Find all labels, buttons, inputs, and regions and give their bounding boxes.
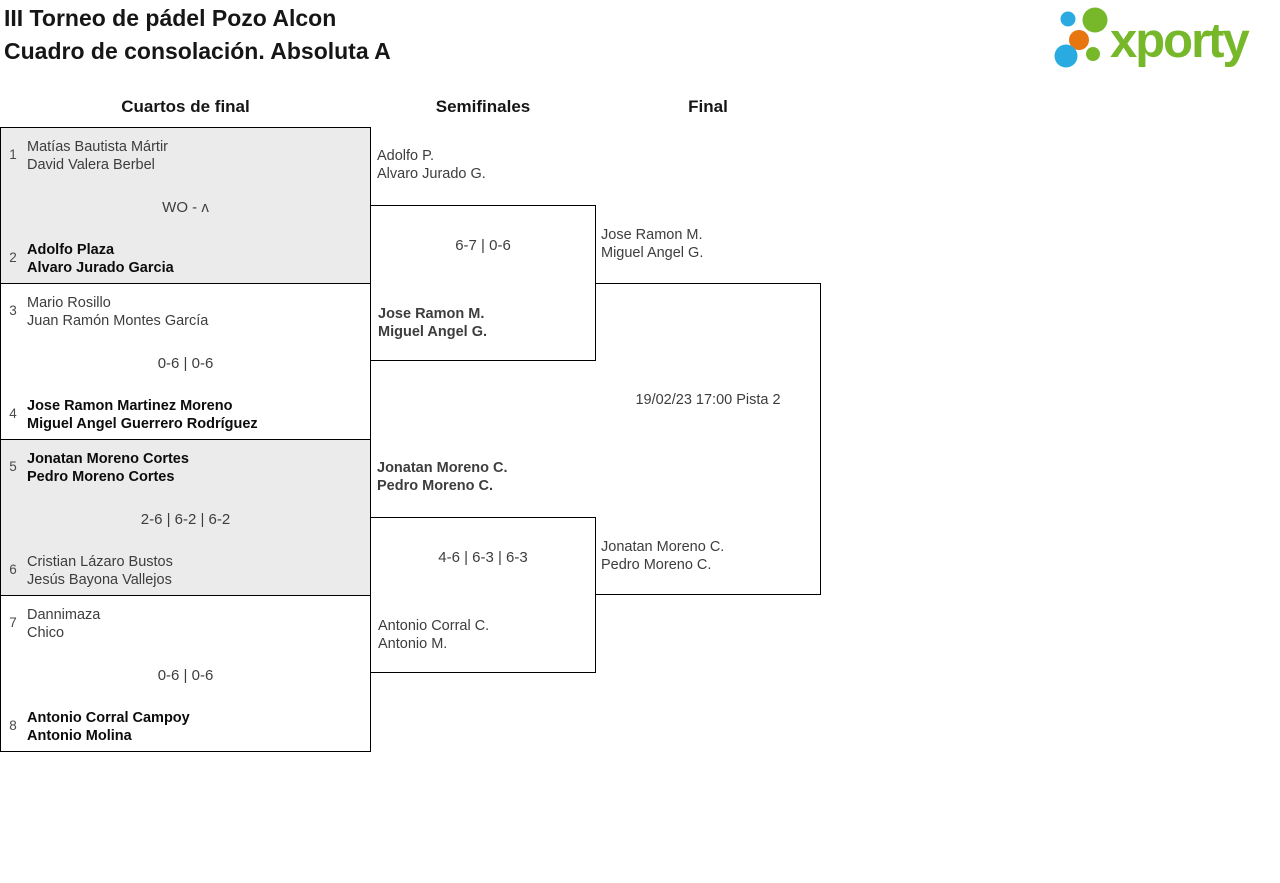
team-names: Dannimaza Chico [27,606,364,642]
player-name: Miguel Angel G. [378,324,488,340]
player-name: Pedro Moreno C. [601,557,712,573]
team-names: Antonio Corral C. Antonio M. [378,617,589,653]
player-name: Mario Rosillo [27,295,111,311]
team-names-winner: Antonio Corral Campoy Antonio Molina [27,709,364,745]
match-score: 2-6 | 6-2 | 6-2 [140,511,231,528]
player-name: Jonatan Moreno C. [601,539,725,555]
seed-number: 6 [9,562,17,577]
team-names-winner: Jose Ramon Martinez Moreno Miguel Angel … [27,397,364,433]
player-name: Matías Bautista Mártir [27,139,169,155]
player-name: Dannimaza [27,607,101,623]
match-score: WO - ʌ [162,199,209,216]
match-score: 0-6 | 0-6 [157,355,214,372]
round-label-quarterfinals: Cuartos de final [121,97,250,116]
final-top-team: Jose Ramon M. Miguel Angel G. [601,226,813,262]
final-match-schedule: 19/02/23 17:00 Pista 2 [635,392,781,408]
round-label-semifinals: Semifinales [435,97,531,116]
player-name: Jonatan Moreno Cortes [27,451,189,467]
player-name: Antonio M. [378,636,448,652]
match-score: 4-6 | 6-3 | 6-3 [438,549,528,566]
player-name: Antonio Molina [27,728,132,744]
quarterfinal-match-4[interactable]: 7 Dannimaza Chico 0-6 | 0-6 8 Antonio Co… [0,595,371,752]
team-names-winner: Adolfo Plaza Alvaro Jurado Garcia [27,241,364,277]
seed-number: 7 [9,615,17,630]
quarterfinal-match-3[interactable]: 5 Jonatan Moreno Cortes Pedro Moreno Cor… [0,439,371,596]
team-names: Matías Bautista Mártir David Valera Berb… [27,138,364,174]
logo-dot-green-large [1082,7,1108,33]
final-match[interactable] [595,283,821,595]
player-name: Jonatan Moreno C. [377,460,508,476]
match-score: 0-6 | 0-6 [157,667,214,684]
player-name: Alvaro Jurado Garcia [27,260,174,276]
seed-number: 4 [9,406,17,421]
seed-number: 8 [9,718,17,733]
team-names: Mario Rosillo Juan Ramón Montes García [27,294,364,330]
player-name: Jose Ramon M. [378,306,485,322]
logo-wordmark: xporty [1110,14,1250,68]
player-name: Adolfo P. [377,148,434,164]
player-name: Cristian Lázaro Bustos [27,554,173,570]
final-bottom-team: Jonatan Moreno C. Pedro Moreno C. [601,538,813,574]
team-names-winner: Jonatan Moreno Cortes Pedro Moreno Corte… [27,450,364,486]
seed-number: 1 [9,147,17,162]
page-title: III Torneo de pádel Pozo Alcon Cuadro de… [4,2,391,68]
semifinal-1-top-team: Adolfo P. Alvaro Jurado G. [377,147,589,183]
quarterfinal-match-1[interactable]: 1 Matías Bautista Mártir David Valera Be… [0,127,371,284]
player-name: Juan Ramón Montes García [27,313,209,329]
team-names-winner: Jose Ramon M. Miguel Angel G. [378,305,589,341]
player-name: Miguel Angel Guerrero Rodríguez [27,416,258,432]
player-name: Chico [27,625,65,641]
semifinal-match-1[interactable]: 6-7 | 0-6 Jose Ramon M. Miguel Angel G. [370,205,596,361]
player-name: Alvaro Jurado G. [377,166,486,182]
xporty-logo[interactable]: xporty [1044,2,1276,70]
player-name: Antonio Corral Campoy [27,710,190,726]
player-name: Antonio Corral C. [378,618,490,634]
player-name: Pedro Moreno Cortes [27,469,175,485]
logo-dot-orange [1069,30,1089,50]
tournament-title: III Torneo de pádel Pozo Alcon [4,5,337,31]
player-name: Jose Ramon Martinez Moreno [27,398,233,414]
logo-dot-blue-small [1060,11,1076,27]
match-score: 6-7 | 0-6 [455,237,511,254]
player-name: David Valera Berbel [27,157,155,173]
round-label-final: Final [688,97,728,116]
player-name: Pedro Moreno C. [377,478,494,494]
seed-number: 5 [9,459,17,474]
player-name: Jesús Bayona Vallejos [27,572,172,588]
logo-dot-green-small [1086,47,1100,61]
seed-number: 2 [9,250,17,265]
team-names: Cristian Lázaro Bustos Jesús Bayona Vall… [27,553,364,589]
player-name: Miguel Angel G. [601,245,704,261]
seed-number: 3 [9,303,17,318]
player-name: Jose Ramon M. [601,227,703,243]
semifinal-2-top-team: Jonatan Moreno C. Pedro Moreno C. [377,459,589,495]
semifinal-match-2[interactable]: 4-6 | 6-3 | 6-3 Antonio Corral C. Antoni… [370,517,596,673]
quarterfinal-match-2[interactable]: 3 Mario Rosillo Juan Ramón Montes García… [0,283,371,440]
bracket-subtitle: Cuadro de consolación. Absoluta A [4,38,391,64]
logo-dot-blue-large [1054,44,1078,68]
player-name: Adolfo Plaza [27,242,115,258]
